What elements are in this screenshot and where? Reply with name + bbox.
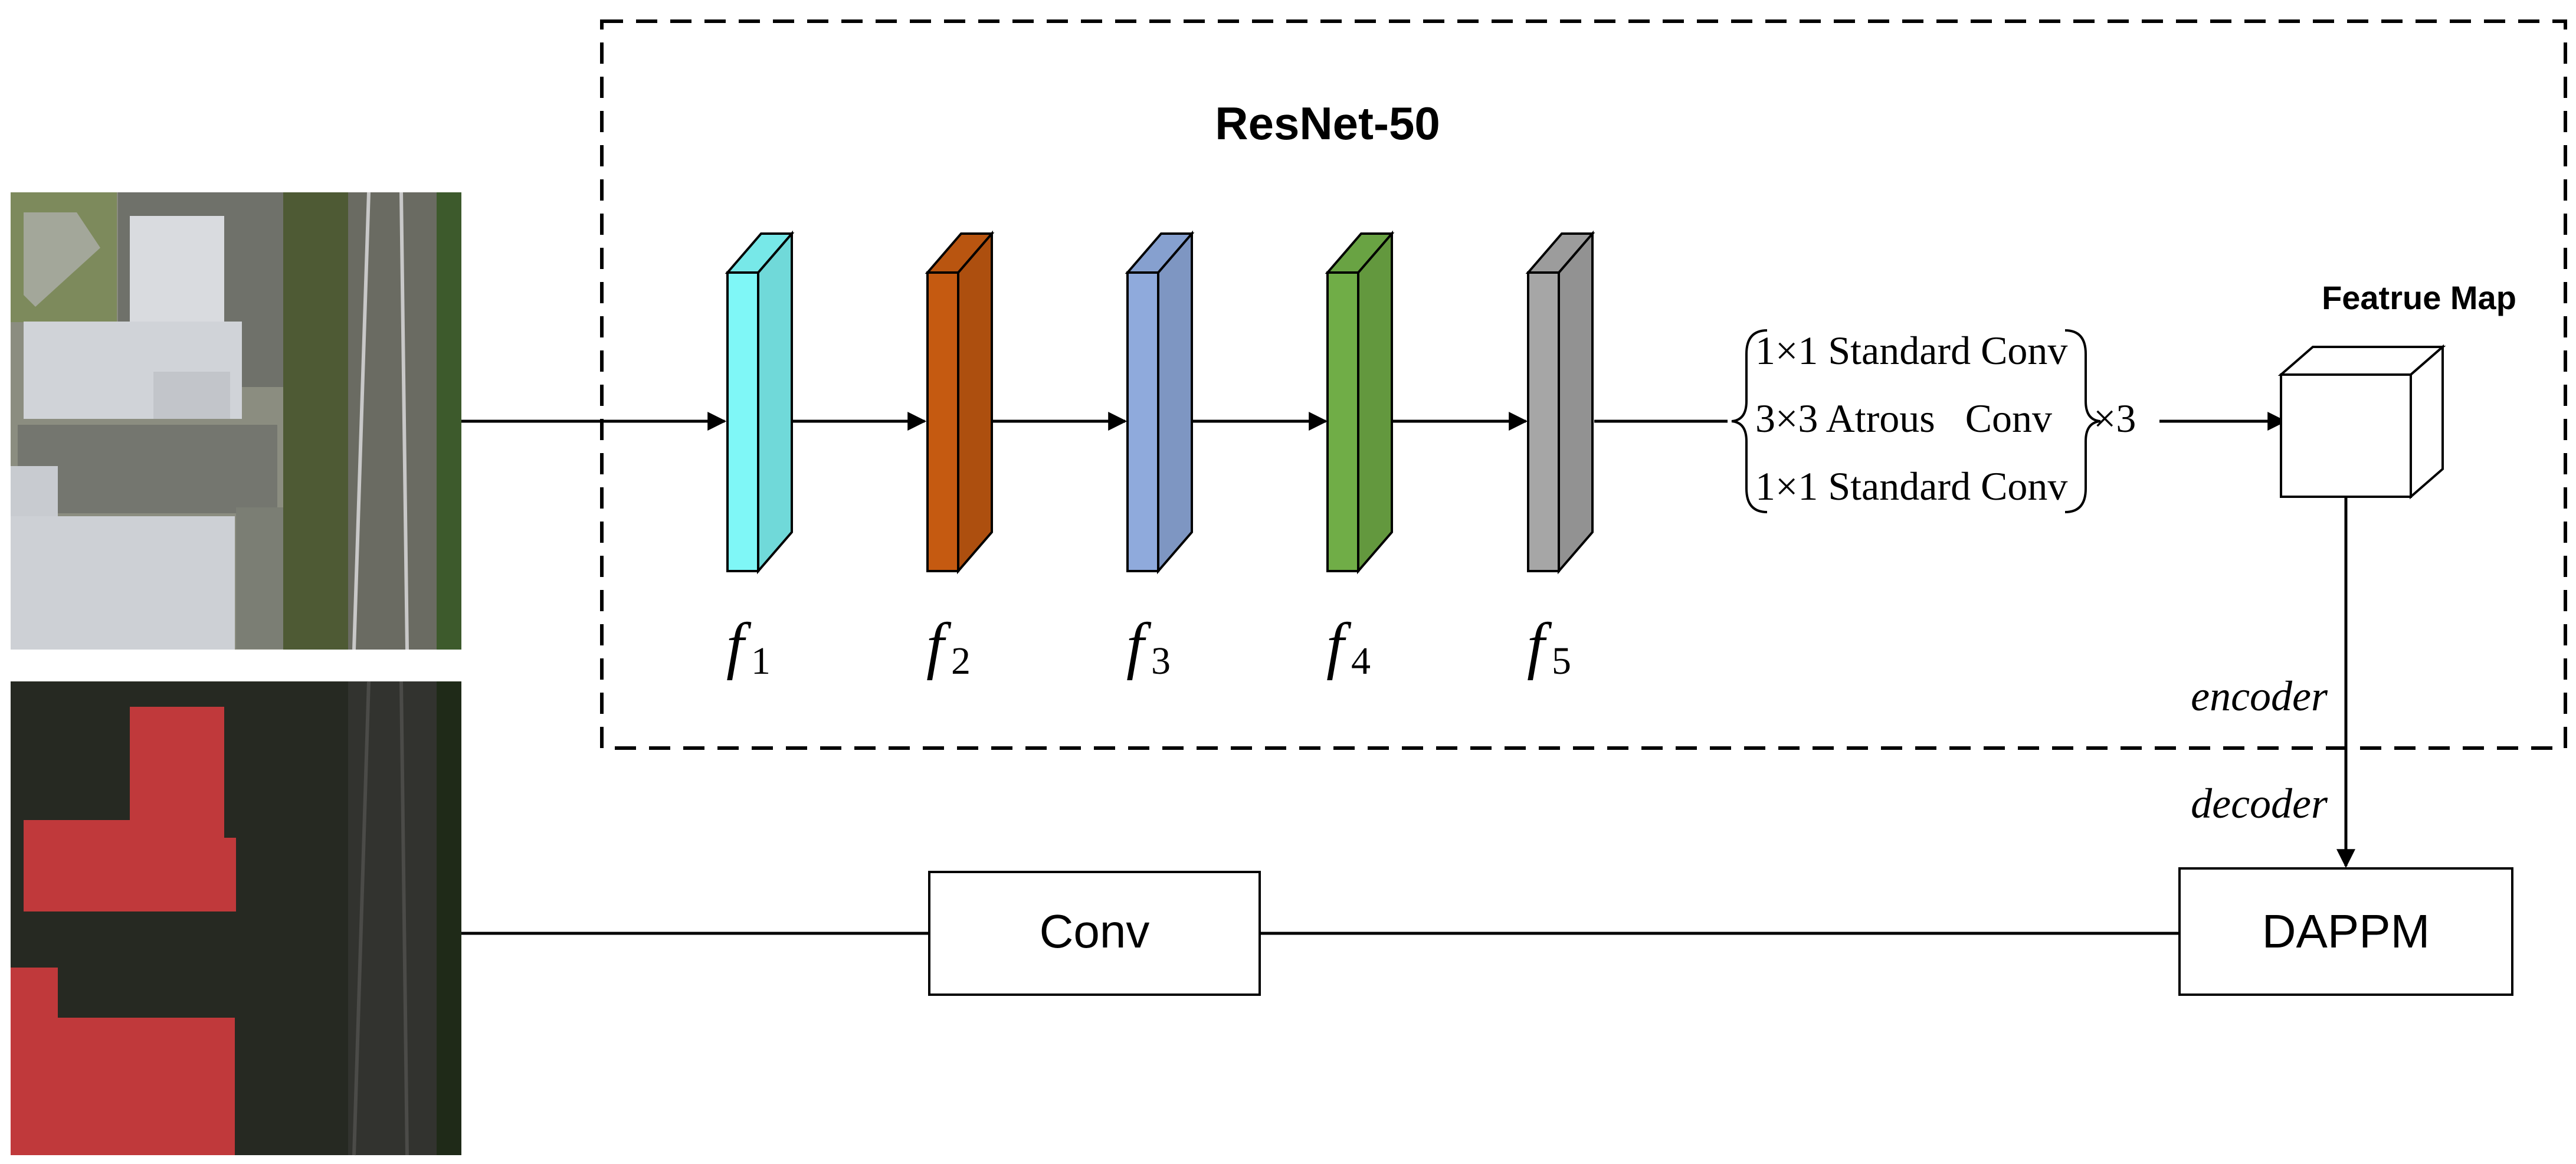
stage-block-1 — [725, 230, 795, 575]
block-line-2: 3×3 Atrous Conv — [1755, 396, 2052, 441]
stage-5-front-face — [1527, 271, 1560, 572]
feature-map-label: Featrue Map — [2322, 279, 2516, 316]
resnet-50-title: ResNet-50 — [1215, 97, 1440, 149]
stage-2-side-face — [957, 230, 993, 575]
stage-block-2 — [925, 230, 995, 575]
stage-2-front-face — [926, 271, 959, 572]
stage-block-5 — [1525, 230, 1595, 575]
stage-4-front-face — [1326, 271, 1359, 572]
stage-5-side-face — [1558, 230, 1594, 575]
stage-1-front-face — [726, 271, 759, 572]
stage-block-4 — [1325, 230, 1395, 575]
stage-block-3 — [1125, 230, 1195, 575]
dappm-box-label: DAPPM — [2262, 905, 2430, 958]
dappm-box — [2178, 867, 2513, 996]
stage-4-side-face — [1357, 230, 1393, 575]
stage-3-side-face — [1157, 230, 1193, 575]
repeat-label: ×3 — [2093, 396, 2136, 441]
feature-map-cube — [2277, 344, 2446, 500]
decoder-label: decoder — [2191, 780, 2328, 827]
right-brace — [2064, 329, 2101, 513]
left-brace — [1731, 329, 1768, 513]
conv-box-label: Conv — [1040, 905, 1150, 958]
input-aerial-image — [11, 192, 461, 650]
stage-1-side-face — [757, 230, 793, 575]
encoder-label: encoder — [2191, 673, 2328, 720]
block-line-1: 1×1 Standard Conv — [1755, 328, 2067, 373]
stage-3-front-face — [1126, 271, 1159, 572]
block-line-3: 1×1 Standard Conv — [1755, 464, 2067, 509]
conv-block-description: 1×1 Standard Conv 3×3 Atrous Conv 1×1 St… — [1731, 328, 2136, 513]
resnet-50-region — [600, 19, 2567, 750]
segmentation-mask-image — [11, 681, 461, 1156]
